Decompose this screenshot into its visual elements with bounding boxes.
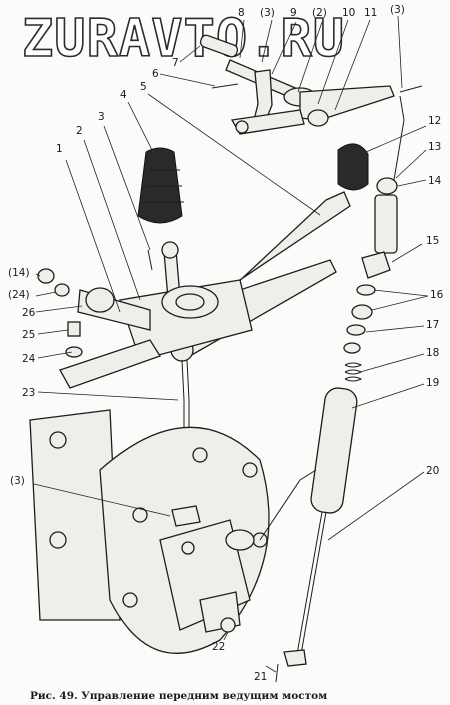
callout-2-paren: (2) [312,7,327,19]
bushing-26 [85,287,115,313]
figure-caption: Рис. 49. Управление передним ведущим мос… [30,690,327,702]
boot-12 [337,143,369,191]
sleeve-15-upper [374,194,398,254]
bushing-11 [307,109,329,127]
flange-bolt-1 [49,431,67,449]
rod-head-2 [161,241,179,259]
spring-pin-3 [147,249,153,271]
coupling [225,529,255,551]
washer-17 [346,324,366,336]
rod-13 [393,95,405,181]
pin-22 [220,617,236,633]
flange-bolt-2 [49,531,67,549]
lever-3-lower [171,505,201,527]
washer-16a [356,284,376,296]
hub-bolt-2 [242,462,258,478]
callout-18: 18 [426,347,439,359]
callout-13: 13 [428,141,441,153]
callout-12: 12 [428,115,441,127]
callout-3-paren-right: (3) [390,4,405,16]
callout-4: 4 [120,89,127,101]
callout-17: 17 [426,319,439,331]
upper-linkage [199,34,423,135]
nut-16 [351,304,373,320]
callout-7: 7 [172,57,179,69]
axle-housing [29,409,317,654]
callout-25: 25 [22,329,35,341]
spring-18 [344,362,363,382]
leader-lines [33,15,429,673]
callout-5: 5 [140,81,147,93]
fitting-15 [361,251,391,279]
cotter-pin-3-top [399,85,423,93]
callout-16: 16 [430,289,444,301]
nut-14 [376,177,398,195]
bracket-plate [59,339,161,389]
callout-3-paren-top: (3) [260,7,275,19]
bolt-25 [67,321,81,337]
right-rod-assembly [275,95,405,683]
callout-2: 2 [76,125,83,137]
housing-bore [175,293,205,311]
tube-20 [259,469,317,541]
washer-24-left [65,346,83,358]
cotter-pin-21 [275,663,279,683]
axle-flange [29,409,121,621]
callout-3: 3 [98,111,105,123]
hub-bolt-4 [122,592,138,608]
callout-11: 11 [364,7,377,19]
left-assembly [37,147,253,389]
callout-21: 21 [254,671,267,683]
callout-10: 10 [342,7,355,19]
boot-ribs-4 [142,169,184,203]
callout-9: 9 [290,7,297,19]
bolt-7 [199,34,239,58]
washer-17b [343,342,361,354]
callout-26: 26 [22,307,36,319]
cotter-pin-6 [211,83,239,89]
callout-1: 1 [56,143,63,155]
callout-15: 15 [426,235,439,247]
callout-22: 22 [212,641,225,653]
callout-8: 8 [238,7,245,19]
gearbox-plug [181,541,195,555]
callouts: 1 2 3 4 5 6 7 8 (3) 9 (2) 10 11 (3) 12 1… [8,4,444,683]
callout-6: 6 [152,68,159,80]
callout-20: 20 [426,465,439,477]
pin-10 [235,120,249,134]
hub-bolt-3 [132,507,148,523]
boot-19 [310,387,358,514]
callout-19: 19 [426,377,439,389]
nut-14-left [37,268,55,284]
callout-24: 24 [22,353,36,365]
callout-14-paren: (14) [8,267,30,279]
watermark: ZURAVTO.RU [22,9,345,69]
clevis-21 [283,649,307,667]
hub-bolt-1 [192,447,208,463]
washer-24 [54,283,70,297]
callout-24-paren: (24) [8,289,30,301]
callout-23: 23 [22,387,35,399]
callout-3-paren-left: (3) [10,475,25,487]
callout-14: 14 [428,175,442,187]
rod-20 [295,511,327,661]
